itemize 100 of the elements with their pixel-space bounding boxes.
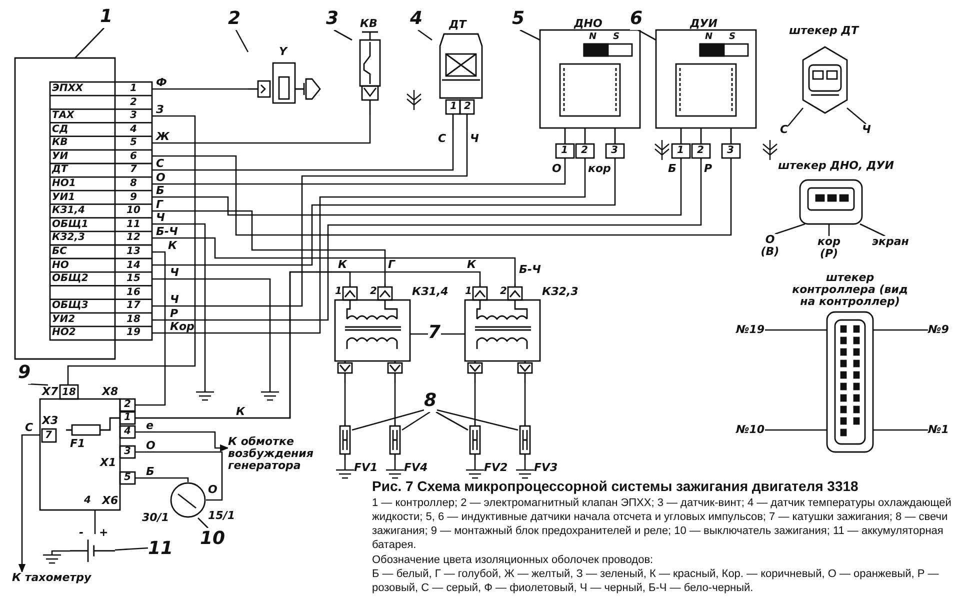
wire-label: Б — [146, 466, 154, 477]
legend-heading: Обозначение цвета изоляционных оболочек проводов: — [372, 553, 654, 567]
terminal-label: КЗ1,4 — [412, 286, 448, 297]
pin-number: 1 — [677, 145, 684, 157]
wire — [152, 160, 566, 185]
wire-label: е — [146, 420, 154, 431]
pin-name: БС — [52, 244, 67, 258]
spark-plug-symbol — [388, 420, 402, 460]
leader-line — [873, 329, 928, 331]
callout-number: 4 — [410, 8, 423, 30]
pin-number: 9 — [129, 190, 138, 204]
pin-number: 5 — [129, 136, 138, 150]
arrow — [18, 434, 40, 573]
wire — [152, 130, 454, 171]
component-label: ДНО — [574, 18, 602, 30]
pin-number: 8 — [129, 177, 138, 190]
wire — [152, 160, 586, 334]
wire-label: К — [236, 406, 245, 417]
pin-name: УИ2 — [52, 312, 76, 326]
fuse-relay-block-drawing — [40, 385, 135, 510]
terminal-label: О — [208, 484, 218, 495]
solenoid-valve-symbol — [248, 45, 323, 105]
leader-line — [441, 333, 465, 335]
callout-number: 6 — [630, 8, 643, 30]
callout-number: 1 — [100, 6, 113, 28]
designator-label: FV3 — [534, 462, 558, 473]
pin-number: 3 — [611, 145, 618, 157]
component-label: КВ — [360, 18, 378, 30]
wire-label: Ж — [156, 131, 170, 142]
polarity-sign: + — [99, 527, 108, 538]
wire-label: кор — [588, 163, 611, 174]
callout-number: 8 — [424, 390, 437, 412]
wire-label: О — [552, 163, 562, 174]
pin-label: экран — [872, 236, 909, 248]
wire — [152, 155, 732, 236]
callout-number: 3 — [326, 8, 339, 30]
wire-label: Ч — [470, 133, 479, 144]
wire-label: О — [146, 440, 156, 451]
wire-label: Ч — [170, 267, 179, 278]
symbol-label: Y — [279, 46, 287, 58]
pin-number: 7 — [45, 430, 52, 442]
wire — [152, 237, 516, 283]
pin-number: 11 — [126, 218, 142, 231]
pin-label: №10 — [736, 424, 765, 436]
pin-number: 18 — [126, 312, 142, 326]
wire — [152, 223, 206, 392]
pin-number: 13 — [126, 244, 142, 258]
terminal-label: 15/1 — [208, 510, 235, 521]
pin-number: 6 — [129, 150, 138, 163]
wire-label: К — [168, 240, 177, 251]
pin-number: 2 — [500, 286, 507, 298]
pin-number: 2 — [124, 399, 131, 411]
pin-number: 15 — [126, 272, 142, 286]
leader-line — [235, 30, 249, 52]
note-text: К тахометру — [12, 572, 92, 584]
pin-number: 19 — [126, 326, 142, 340]
leader-line — [402, 411, 430, 431]
wire-label: О — [156, 172, 166, 183]
pin-number: 17 — [126, 299, 142, 312]
wire-label: Ф — [156, 77, 167, 88]
leader-line — [352, 409, 424, 431]
pin-name: УИ1 — [52, 190, 76, 204]
connector-label: X3 — [42, 415, 58, 427]
connector-label: X1 — [100, 457, 116, 469]
wire-label: Р — [704, 163, 712, 174]
pin-number: 12 — [126, 231, 142, 244]
wire — [152, 88, 248, 90]
wire — [67, 115, 196, 385]
controller-drawing — [15, 58, 152, 359]
wire-label: Б — [668, 163, 676, 174]
pin-number: 16 — [126, 286, 142, 299]
pin-number: 5 — [124, 472, 131, 484]
pin-number: 2 — [129, 96, 138, 109]
wire-label: Б-Ч — [156, 226, 178, 237]
leader-line — [860, 223, 886, 237]
wire-label: С — [25, 422, 34, 433]
pole-label: N — [589, 31, 597, 43]
callout-number: 9 — [18, 362, 31, 384]
wire — [94, 510, 96, 534]
pin-name: ОБЩ1 — [52, 218, 88, 231]
pin-number: 3 — [129, 109, 138, 122]
leader-line — [436, 411, 468, 431]
wire — [135, 271, 481, 419]
spark-plug-symbol — [518, 420, 532, 460]
pin-name: КВ — [52, 136, 68, 150]
connector-label: X7 — [42, 386, 58, 398]
wire — [474, 383, 476, 420]
pin-number: 3 — [124, 446, 131, 458]
leader-line — [198, 518, 208, 528]
designator-label: FV2 — [484, 462, 508, 473]
callout-number: 2 — [228, 8, 241, 30]
ignition-switch-symbol — [170, 482, 206, 518]
wire-label: Б — [156, 185, 164, 196]
pin-number: 1 — [465, 286, 472, 298]
pole-label: N — [705, 31, 713, 43]
pin-number: 2 — [581, 145, 588, 157]
wire-label: Г — [156, 199, 164, 210]
ignition-coil-symbol — [465, 283, 540, 383]
wire — [152, 160, 702, 321]
pin-label: Ч — [862, 124, 871, 136]
